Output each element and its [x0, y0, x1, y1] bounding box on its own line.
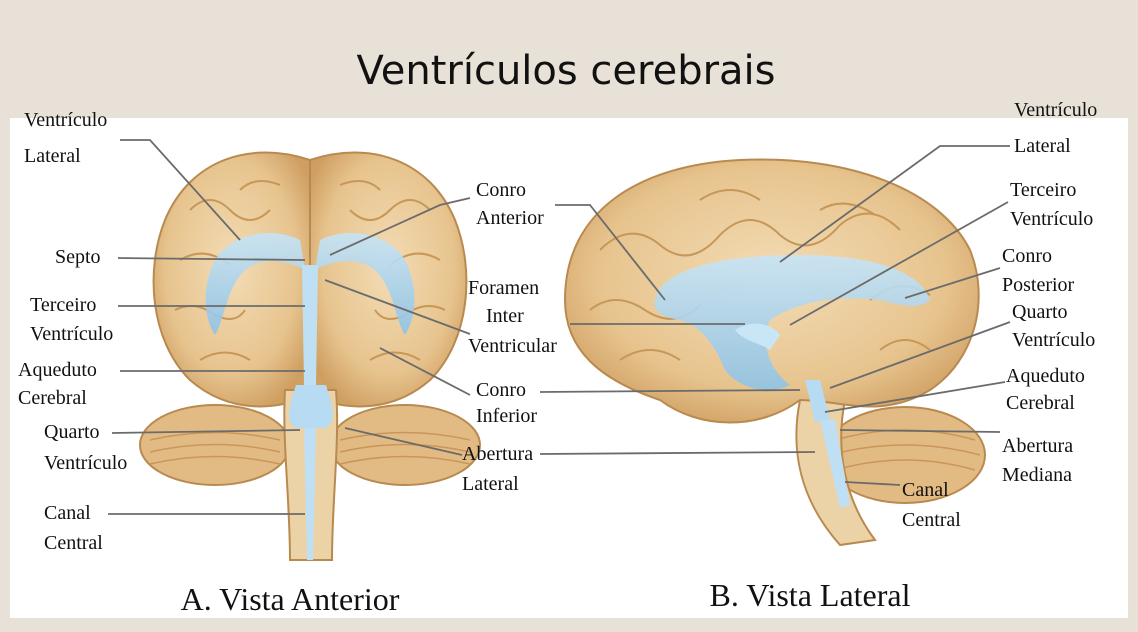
label-ant-aqueduct-1: Aqueduto — [18, 359, 97, 381]
label-ant-lateral-ventricle-2: Lateral — [24, 145, 81, 167]
label-lat-lateral-ventricle-2: Lateral — [1014, 135, 1071, 157]
label-lat-third-ventricle-1: Terceiro — [1010, 179, 1076, 201]
figure-panel — [10, 118, 1128, 618]
figure-title: Ventrículos cerebrais — [356, 48, 775, 94]
label-lateral-aperture-1: Abertura — [462, 443, 533, 465]
label-lat-lateral-ventricle-1: Ventrículo — [1014, 99, 1097, 121]
label-ant-aqueduct-2: Cerebral — [18, 387, 87, 409]
label-median-aperture-1: Abertura — [1002, 435, 1073, 457]
label-posterior-horn-1: Conro — [1002, 245, 1052, 267]
label-ant-fourth-ventricle-1: Quarto — [44, 421, 100, 443]
label-ant-fourth-ventricle-2: Ventrículo — [44, 452, 127, 474]
label-lat-central-canal-1: Canal — [902, 479, 949, 501]
label-inferior-horn-1: Conro — [476, 379, 526, 401]
label-lat-fourth-ventricle-1: Quarto — [1012, 301, 1068, 323]
label-ant-lateral-ventricle-1: Ventrículo — [24, 109, 107, 131]
label-median-aperture-2: Mediana — [1002, 464, 1072, 486]
label-ant-third-ventricle-2: Ventrículo — [30, 323, 113, 345]
label-inferior-horn-2: Inferior — [476, 405, 537, 427]
label-ant-third-ventricle-1: Terceiro — [30, 294, 96, 316]
label-ant-central-canal-1: Canal — [44, 502, 91, 524]
label-lateral-aperture-2: Lateral — [462, 473, 519, 495]
label-lat-aqueduct-1: Aqueduto — [1006, 365, 1085, 387]
label-anterior-horn-1: Conro — [476, 179, 526, 201]
caption-lateral-view: B. Vista Lateral — [710, 577, 911, 613]
label-posterior-horn-2: Posterior — [1002, 274, 1075, 296]
label-lat-central-canal-2: Central — [902, 509, 961, 531]
caption-anterior-view: A. Vista Anterior — [181, 581, 400, 617]
label-anterior-horn-2: Anterior — [476, 207, 544, 229]
label-ant-central-canal-2: Central — [44, 532, 103, 554]
label-lat-aqueduct-2: Cerebral — [1006, 392, 1075, 414]
label-foramen-2: Inter — [486, 305, 524, 327]
label-ant-septo: Septo — [55, 246, 101, 268]
label-foramen-1: Foramen — [468, 277, 539, 299]
label-foramen-3: Ventricular — [468, 335, 557, 357]
label-lat-third-ventricle-2: Ventrículo — [1010, 208, 1093, 230]
label-lat-fourth-ventricle-2: Ventrículo — [1012, 329, 1095, 351]
